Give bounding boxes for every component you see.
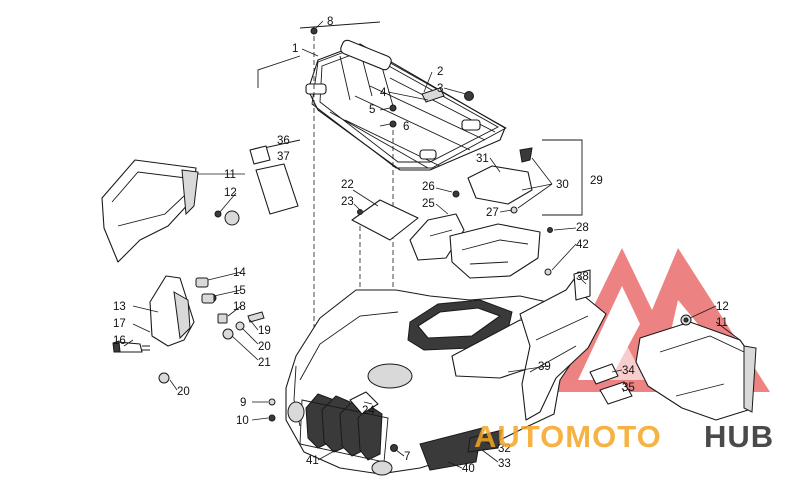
spacer-15 <box>201 293 215 304</box>
callout-19: 19 <box>258 325 271 337</box>
callout-12-left: 12 <box>224 187 237 199</box>
callout-22: 22 <box>341 179 354 191</box>
callout-9: 9 <box>240 397 246 409</box>
screw-23 <box>357 209 363 215</box>
rivet-42 <box>544 268 552 276</box>
right-side-panel <box>635 321 757 421</box>
fender-lens <box>287 401 305 423</box>
screw-8 <box>310 27 318 35</box>
callout-20-top: 20 <box>258 341 271 353</box>
callout-11-left: 11 <box>224 169 236 181</box>
callout-39: 39 <box>538 361 551 373</box>
callout-18: 18 <box>233 301 246 313</box>
callout-23: 23 <box>341 196 354 208</box>
screw-26 <box>452 190 460 198</box>
clip-18 <box>217 313 228 324</box>
plate-24 <box>349 391 379 415</box>
nut-12-left-core <box>214 210 222 218</box>
left-side-panel <box>101 159 199 263</box>
reflector-38 <box>573 269 591 301</box>
latch-31 <box>467 165 533 205</box>
pad-37 <box>255 163 299 215</box>
callout-15: 15 <box>233 285 246 297</box>
callout-1: 1 <box>292 43 298 55</box>
callout-38: 38 <box>576 271 589 283</box>
callout-7: 7 <box>404 451 410 463</box>
screw-10 <box>268 414 276 422</box>
group-bracket-29 <box>542 139 583 216</box>
callout-14: 14 <box>233 267 246 279</box>
callout-labels: 1 8 2 3 4 5 6 36 37 11 12 14 15 18 13 17… <box>113 16 729 475</box>
screw-19 <box>247 311 265 323</box>
access-cover-22 <box>351 199 419 241</box>
nut-3 <box>464 91 474 101</box>
callout-30: 30 <box>556 179 569 191</box>
callout-27: 27 <box>486 207 499 219</box>
callout-20-bottom: 20 <box>177 386 190 398</box>
headlight-housing <box>149 275 195 347</box>
fog-light <box>371 460 393 476</box>
callout-35: 35 <box>622 382 635 394</box>
screw-9 <box>268 398 276 406</box>
watermark-brand-part-1: AUTOMOTO <box>474 419 662 454</box>
rivet-28 <box>547 227 553 233</box>
nut-12-right-core <box>683 317 689 323</box>
callout-21: 21 <box>258 357 271 369</box>
spacer-14 <box>195 277 209 288</box>
callout-5: 5 <box>369 104 375 116</box>
front-grille <box>299 393 389 463</box>
grommet-20 <box>158 372 170 384</box>
callout-28: 28 <box>576 222 589 234</box>
callout-2: 2 <box>437 66 443 78</box>
washer-6 <box>389 120 397 128</box>
callout-26: 26 <box>422 181 435 193</box>
headlight-bulb <box>112 340 150 353</box>
callout-24: 24 <box>362 405 375 417</box>
callout-11-right: 11 <box>716 317 728 329</box>
callout-32: 32 <box>498 443 511 455</box>
callout-34: 34 <box>622 365 635 377</box>
leader-lines <box>123 20 741 469</box>
callout-42: 42 <box>576 239 589 251</box>
callout-10: 10 <box>236 415 249 427</box>
callout-25: 25 <box>422 198 435 210</box>
knob-30 <box>519 147 533 163</box>
screw-5 <box>389 104 397 112</box>
callout-37: 37 <box>277 151 290 163</box>
watermark-text: AUTOMOTO HUB <box>474 419 774 454</box>
watermark-brand-part-2: HUB <box>704 419 774 454</box>
reflector-34 <box>589 363 619 385</box>
rack-group-bracket <box>257 21 381 88</box>
callout-13: 13 <box>113 301 126 313</box>
tray-liner <box>449 223 541 279</box>
callout-40: 40 <box>462 463 475 475</box>
callout-4: 4 <box>380 87 387 99</box>
callout-33: 33 <box>498 458 511 470</box>
callout-31: 31 <box>476 153 489 165</box>
washer-21 <box>222 328 234 340</box>
screw-7 <box>390 444 398 452</box>
callout-6: 6 <box>403 121 409 133</box>
callout-41: 41 <box>306 455 319 467</box>
callout-8: 8 <box>327 16 333 28</box>
callout-17: 17 <box>113 318 126 330</box>
panel-25-detail <box>429 229 453 237</box>
callout-29: 29 <box>590 175 603 187</box>
nut-12-left <box>224 210 240 226</box>
tray-liner-detail <box>461 239 529 265</box>
pad-36 <box>249 145 271 165</box>
front-rack <box>305 39 507 171</box>
callout-3: 3 <box>437 83 443 95</box>
callout-12-right: 12 <box>716 301 729 313</box>
callout-36: 36 <box>277 135 290 147</box>
reflector-35 <box>599 381 633 405</box>
callout-16: 16 <box>113 335 126 347</box>
